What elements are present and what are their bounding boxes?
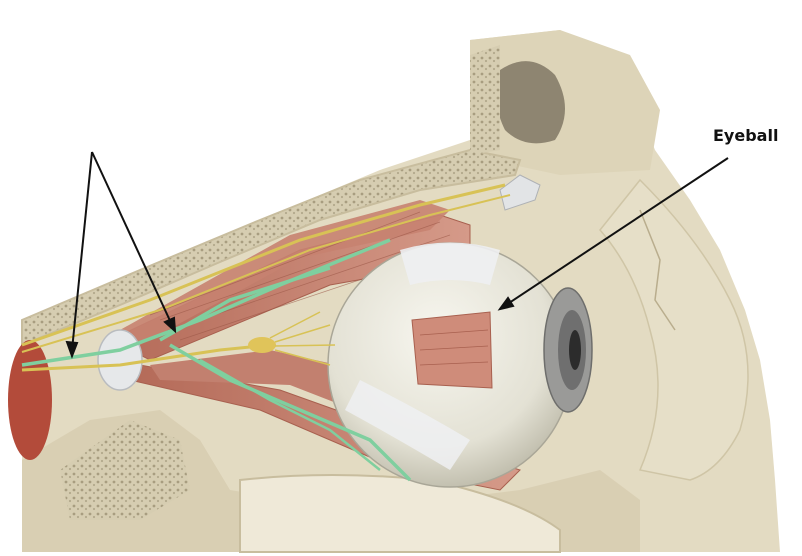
orbital-roof-rim: [470, 45, 500, 155]
green-nerves: [21, 238, 412, 482]
bone-suture: [639, 209, 676, 331]
eyeball-label: Eyeball: [713, 126, 779, 145]
pointer-arrows: [65, 151, 729, 359]
maxillary-marrow: [60, 420, 190, 520]
zygomatic-bone: [599, 178, 749, 481]
pupil: [569, 330, 581, 370]
superior-tendon: [400, 242, 500, 285]
orbital-roof: [21, 148, 522, 347]
insertion-striations: [419, 329, 489, 366]
ciliary-ganglion: [248, 337, 276, 353]
levator-muscle: [120, 200, 450, 345]
trochlea: [499, 174, 541, 211]
optic-chiasm-region: [8, 340, 52, 460]
frontal-sinus: [496, 61, 565, 144]
ciliary-nerves: [269, 311, 336, 366]
inferior-tendon: [345, 380, 470, 470]
yellow-nerves: [21, 183, 511, 372]
tendinous-ring: [97, 329, 143, 391]
